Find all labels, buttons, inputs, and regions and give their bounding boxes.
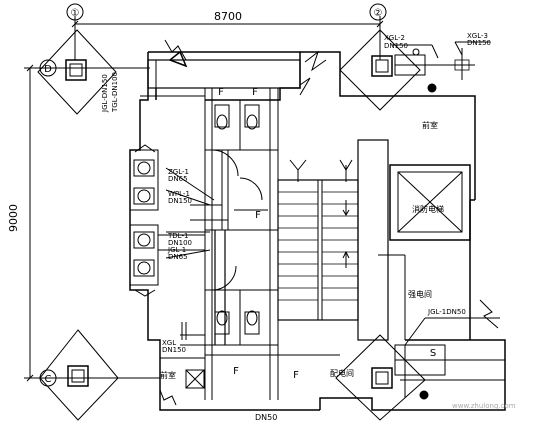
axis-label-2: ②	[374, 8, 383, 19]
room-label-fire-elevator: 消防电梯	[412, 204, 444, 214]
pipe-label-xgl: XGL	[162, 339, 176, 347]
axis-label-d: D	[44, 64, 52, 75]
pipe-label-jgl-right: JGL-1DN50	[427, 308, 466, 316]
dim-horizontal-text: 8700	[214, 10, 242, 23]
pipe-label-tgl-dn100: TGL-DN100	[111, 72, 119, 113]
room-label-top-right: 前室	[422, 120, 438, 130]
symbol-s: S	[430, 348, 436, 359]
pipe-label-jgl-dn150: JGL-DN150	[101, 74, 109, 113]
dim-vertical-text: 9000	[7, 204, 20, 232]
room-label-elec-right: 强电间	[408, 289, 432, 299]
pipe-label-xgl2: XGL-2	[384, 34, 405, 42]
pipe-label-xgl3: XGL-3	[467, 32, 488, 40]
symbol-f-3: F	[255, 210, 261, 221]
pipe-label-zgl1-dn: DN65	[168, 175, 188, 183]
watermark: www.zhulong.com	[452, 402, 516, 410]
room-label-bottom-left: 前室	[160, 370, 176, 380]
axis-marker-2	[369, 3, 387, 21]
column-diamond-bottom-left	[39, 329, 119, 421]
pipe-label-tdl1: TDL-1	[167, 232, 188, 240]
axis-marker-1	[66, 3, 84, 21]
pipe-label-jgl1-dn: DN65	[168, 253, 188, 261]
pipe-label-xgl2-dn: DN150	[384, 42, 408, 50]
symbol-f-1: F	[218, 87, 224, 98]
symbol-f-4: F	[233, 366, 239, 377]
pipe-label-zgl1: ZGL-1	[168, 168, 189, 176]
axis-label-c: C	[45, 374, 52, 385]
column-diamond-top-left	[37, 29, 117, 115]
symbol-f-2: F	[252, 87, 258, 98]
column-diamond-top-right	[339, 29, 421, 111]
pipe-label-xgl-dn: DN150	[162, 346, 186, 354]
room-label-elec-bottom: 配电间	[330, 368, 354, 378]
pipe-label-xgl3-dn: DN150	[467, 39, 491, 47]
pipe-label-jgl1: JGL-1	[167, 246, 186, 254]
pipe-label-dn50: DN50	[255, 413, 277, 422]
column-diamond-bottom-right	[335, 334, 426, 421]
pipe-label-tdl1-dn: DN100	[168, 239, 192, 247]
pipe-label-wpl1: WPL-1	[168, 190, 190, 198]
pipe-label-wpl1-dn: DN150	[168, 197, 192, 205]
symbol-f-5: F	[293, 370, 299, 381]
axis-label-1: ①	[71, 8, 80, 19]
